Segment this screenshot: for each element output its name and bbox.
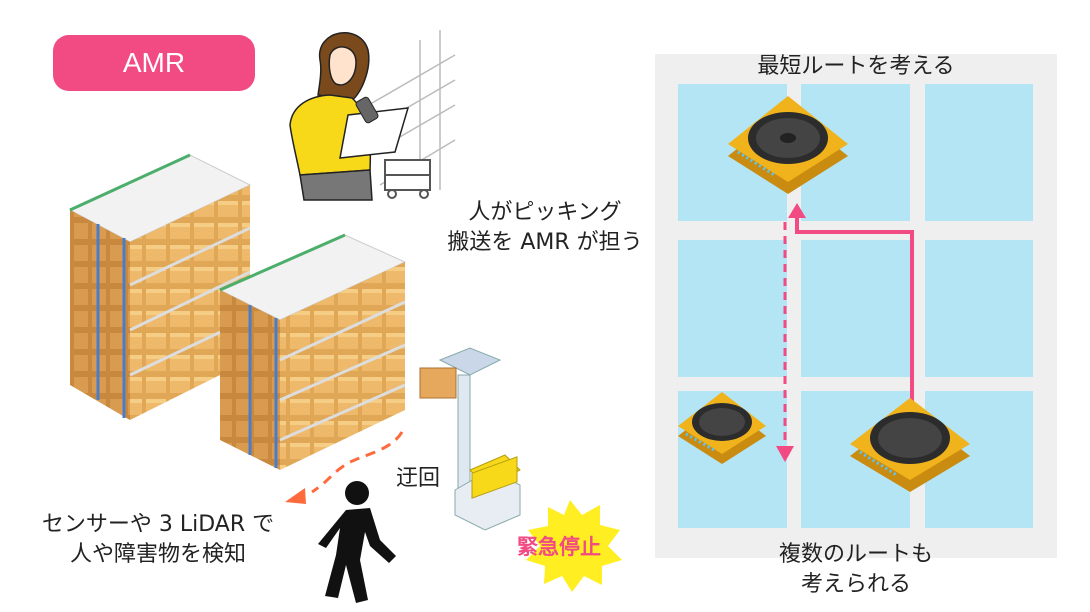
map-tiles (678, 84, 1033, 528)
amr-robot-left (678, 392, 766, 464)
emergency-stop-label: 緊急停止 (517, 535, 601, 559)
amr-robot-top (728, 96, 848, 194)
map-caption-line1: 複数のルートも (778, 542, 933, 567)
detour-arrow (311, 431, 404, 494)
walking-person-icon (318, 481, 396, 603)
amr-badge-label: AMR (122, 47, 186, 78)
emergency-stop-burst (526, 500, 622, 592)
map-title: 最短ルートを考える (757, 54, 955, 79)
picking-caption-line1: 人がピッキング (468, 200, 622, 225)
route-map (655, 54, 1057, 558)
map-caption-line2: 考えられる (800, 572, 911, 597)
sensor-caption: センサーや 3 LiDAR で 人や障害物を検知 (28, 510, 288, 570)
shortest-route-arrow (795, 214, 914, 420)
picking-worker-illustration (289, 30, 456, 201)
sensor-caption-line2: 人や障害物を検知 (69, 542, 246, 567)
shelf-rack-2 (218, 233, 407, 470)
sensor-caption-line1: センサーや 3 LiDAR で (41, 512, 275, 537)
detour-label: 迂回 (396, 466, 441, 491)
amr-badge: AMR (53, 35, 255, 91)
amr-lift-robot (419, 347, 521, 531)
picking-caption-line2: 搬送を AMR が担う (447, 230, 643, 255)
picking-caption: 人がピッキング 搬送を AMR が担う (440, 198, 650, 258)
amr-robot-right (850, 398, 970, 492)
map-caption: 複数のルートも 考えられる (655, 540, 1057, 600)
